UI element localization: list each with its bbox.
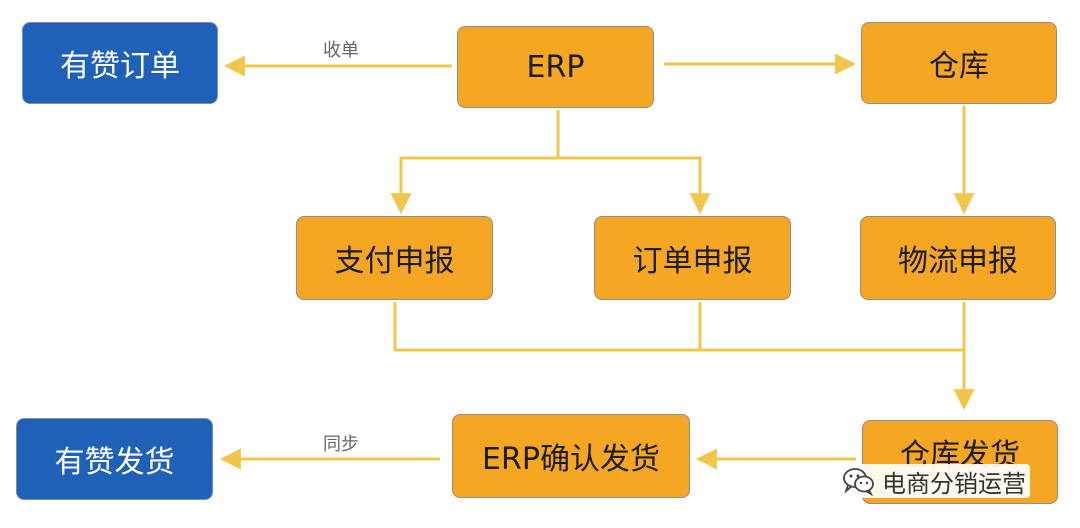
wechat-icon xyxy=(843,468,874,496)
youzan-order-node: 有赞订单 xyxy=(22,22,218,104)
erp-node: ERP xyxy=(457,26,654,108)
watermark: 电商分销运营 xyxy=(838,464,1030,498)
receive-order-label: 收单 xyxy=(323,40,359,61)
warehouse-node: 仓库 xyxy=(861,22,1057,104)
sync-label: 同步 xyxy=(323,434,359,455)
connector-erp-to-order-declaration xyxy=(558,156,711,215)
connector-erp-branch xyxy=(390,110,560,215)
watermark-text: 电商分销运营 xyxy=(882,469,1026,498)
youzan-shipping-node: 有赞发货 xyxy=(16,418,213,500)
erp-confirm-shipping-node: ERP确认发货 xyxy=(452,414,690,498)
logistics-declaration-node: 物流申报 xyxy=(860,216,1056,300)
order-declaration-node: 订单申报 xyxy=(594,216,791,300)
payment-declaration-node: 支付申报 xyxy=(296,216,493,300)
connector-declarations-merge xyxy=(393,302,964,352)
